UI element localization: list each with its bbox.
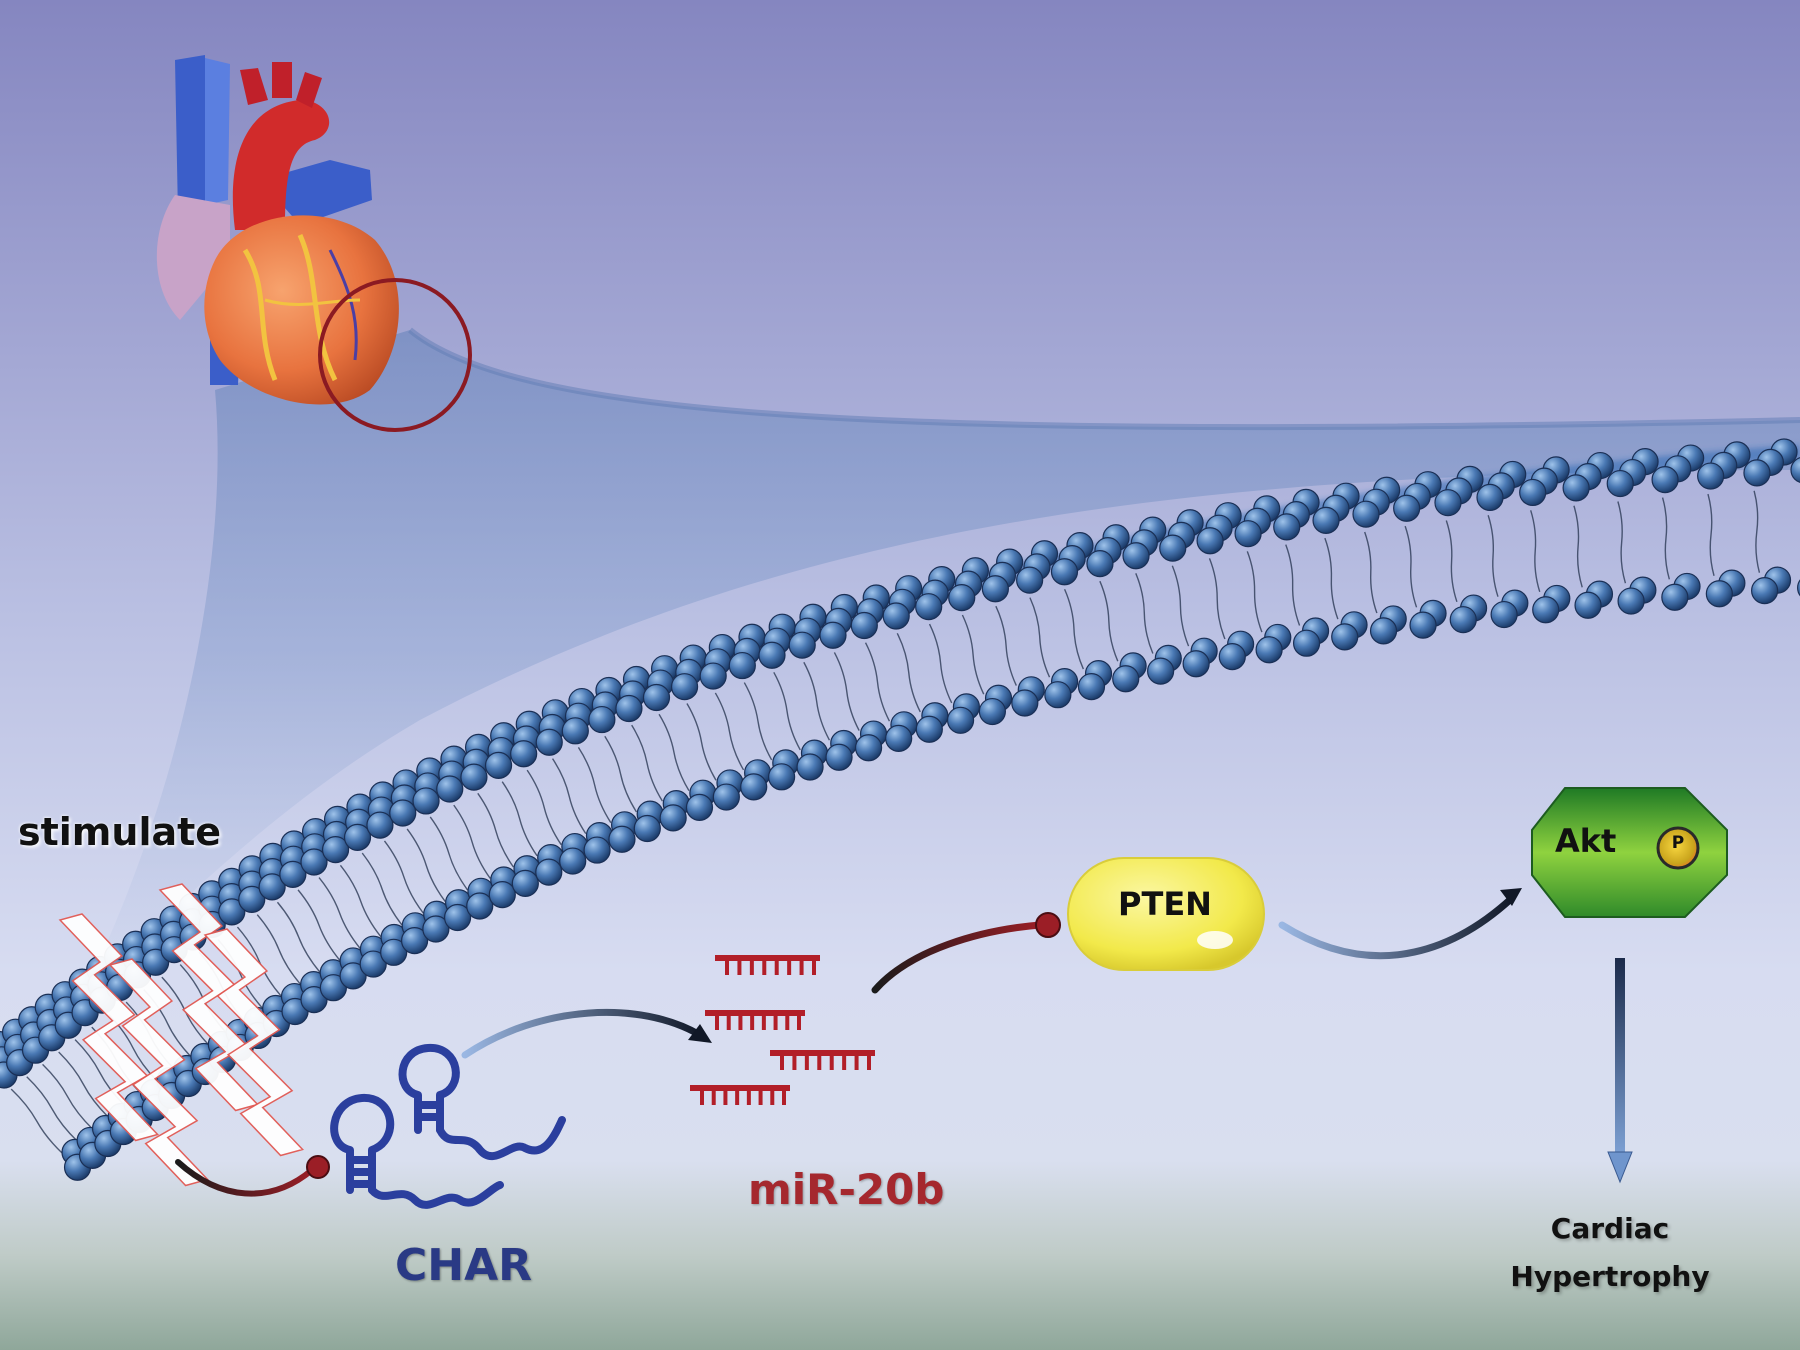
akt-label: Akt bbox=[1555, 822, 1617, 860]
phospho-icon bbox=[1656, 826, 1700, 870]
phospho-label: P bbox=[1671, 833, 1685, 853]
inhibit-arrow-mir-pten bbox=[871, 912, 1061, 994]
akt-node bbox=[1531, 787, 1728, 918]
outcome-line-2: Hypertrophy bbox=[1510, 1260, 1710, 1293]
char-label: CHAR bbox=[395, 1240, 533, 1291]
arrow-pten-to-akt bbox=[1278, 888, 1522, 960]
mirna-duplex-icon bbox=[690, 955, 875, 1105]
outcome-label: Cardiac Hypertrophy bbox=[1480, 1205, 1740, 1301]
inhibit-arrow-stimulate-char bbox=[175, 1155, 330, 1197]
arrow-char-to-mir bbox=[461, 1008, 712, 1059]
pten-label: PTEN bbox=[1118, 885, 1212, 923]
stimulate-label: stimulate bbox=[18, 810, 222, 854]
lightning-icon bbox=[58, 883, 305, 1187]
lipid-bilayer bbox=[0, 438, 1800, 1181]
outcome-line-1: Cardiac bbox=[1550, 1212, 1670, 1245]
mir-20b-label: miR-20b bbox=[748, 1165, 945, 1214]
zoom-funnel bbox=[80, 330, 1800, 1000]
rna-hairpin-icon bbox=[330, 1044, 566, 1209]
arrow-akt-to-outcome bbox=[1607, 958, 1633, 1184]
heart-icon bbox=[156, 55, 399, 405]
pten-node bbox=[1067, 857, 1265, 971]
zoom-funnel-edge bbox=[408, 327, 1800, 431]
magnifier-circle-icon bbox=[318, 278, 472, 432]
